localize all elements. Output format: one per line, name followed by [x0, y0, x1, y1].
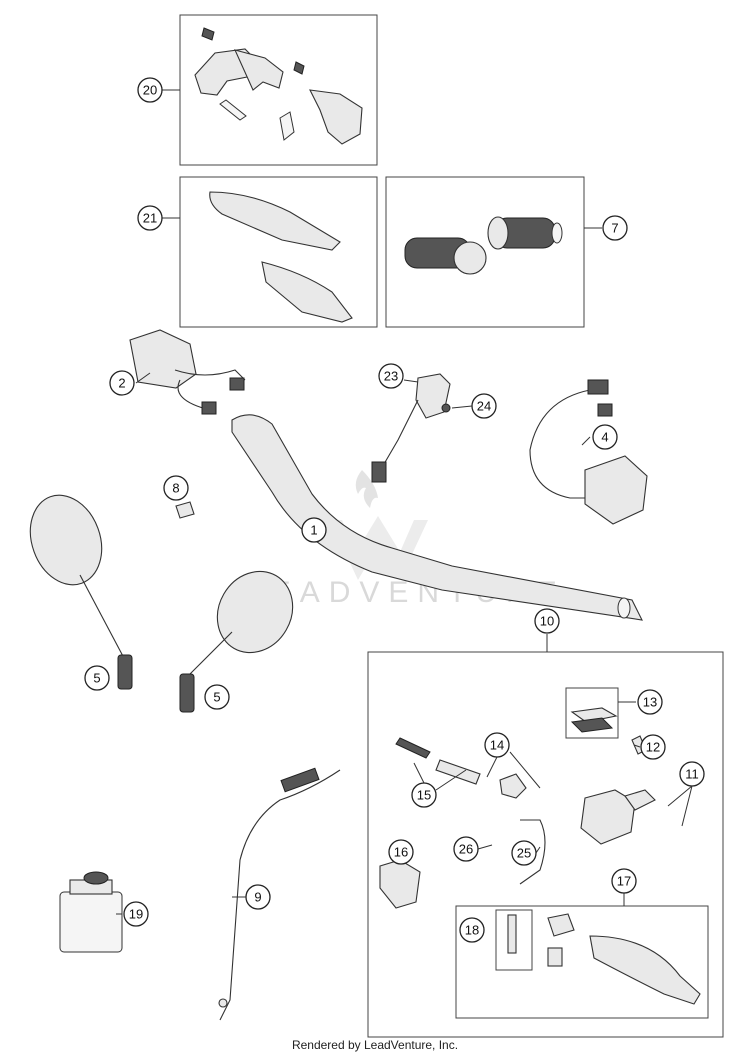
callout-1: 1 — [301, 517, 327, 543]
svg-text:25: 25 — [517, 846, 531, 861]
grips-group — [385, 176, 602, 328]
handguard-box — [179, 176, 378, 328]
svg-text:23: 23 — [384, 369, 398, 384]
bracket-kit-group — [162, 14, 378, 166]
callout-7: 7 — [602, 215, 628, 241]
clip — [175, 501, 195, 519]
svg-text:13: 13 — [643, 695, 657, 710]
svg-text:18: 18 — [465, 923, 479, 938]
right-bracket — [309, 89, 363, 145]
svg-text:10: 10 — [540, 614, 554, 629]
brake-fluid-can — [59, 871, 123, 953]
callout-9: 9 — [245, 884, 271, 910]
callout-10: 10 — [534, 608, 560, 634]
svg-text:2: 2 — [118, 376, 125, 391]
callout-16: 16 — [388, 839, 414, 865]
grips-box — [385, 176, 585, 328]
svg-text:12: 12 — [646, 740, 660, 755]
callout-18: 18 — [459, 917, 485, 943]
callout-21: 21 — [137, 205, 163, 231]
callout-15: 15 — [411, 782, 437, 808]
callout-2: 2 — [109, 370, 135, 396]
left-mirror — [29, 494, 133, 690]
brake-lever — [589, 935, 701, 1005]
right-handguard — [261, 261, 353, 323]
right-switch — [529, 379, 648, 525]
lever-box — [455, 905, 709, 1019]
callout-26: 26 — [453, 836, 479, 862]
svg-text:14: 14 — [490, 738, 504, 753]
callout-5-left: 5 — [84, 665, 110, 691]
svg-text:1: 1 — [310, 523, 317, 538]
callout-leaders — [116, 372, 693, 915]
svg-text:15: 15 — [417, 788, 431, 803]
callout-14: 14 — [484, 732, 510, 758]
callout-8: 8 — [163, 475, 189, 501]
svg-text:8: 8 — [172, 481, 179, 496]
svg-text:9: 9 — [254, 890, 261, 905]
handguard-group — [162, 176, 378, 328]
master-cylinder-box — [367, 651, 724, 1038]
reservoir-cap-box — [565, 687, 619, 739]
callout-25: 25 — [511, 840, 537, 866]
clutch-switch — [371, 373, 451, 483]
footer-credit: Rendered by LeadVenture, Inc. — [291, 1038, 459, 1052]
master-cylinder-group — [367, 634, 724, 1038]
callout-17: 17 — [611, 868, 637, 894]
svg-text:17: 17 — [617, 874, 631, 889]
svg-text:7: 7 — [611, 221, 618, 236]
svg-text:11: 11 — [685, 767, 699, 782]
callout-4: 4 — [592, 424, 618, 450]
left-handguard — [209, 191, 341, 251]
svg-text:19: 19 — [129, 907, 143, 922]
callout-11: 11 — [679, 761, 705, 787]
callouts: 1 2 4 5 5 7 8 9 10 11 12 13 14 15 16 17 … — [84, 77, 705, 943]
svg-text:4: 4 — [601, 430, 608, 445]
pivot-bolt-box — [495, 909, 533, 971]
callout-24: 24 — [471, 393, 497, 419]
svg-text:24: 24 — [477, 399, 491, 414]
svg-text:26: 26 — [459, 842, 473, 857]
callout-5-right: 5 — [204, 684, 230, 710]
left-switch — [129, 329, 246, 415]
cable — [219, 769, 341, 1021]
svg-text:21: 21 — [143, 211, 157, 226]
svg-text:5: 5 — [93, 671, 100, 686]
svg-text:16: 16 — [394, 845, 408, 860]
callout-13: 13 — [637, 689, 663, 715]
svg-text:5: 5 — [213, 690, 220, 705]
callout-20: 20 — [137, 77, 163, 103]
callout-23: 23 — [378, 363, 404, 389]
callout-12: 12 — [640, 734, 666, 760]
svg-text:20: 20 — [143, 83, 157, 98]
callout-19: 19 — [123, 901, 149, 927]
right-mirror — [179, 570, 294, 713]
